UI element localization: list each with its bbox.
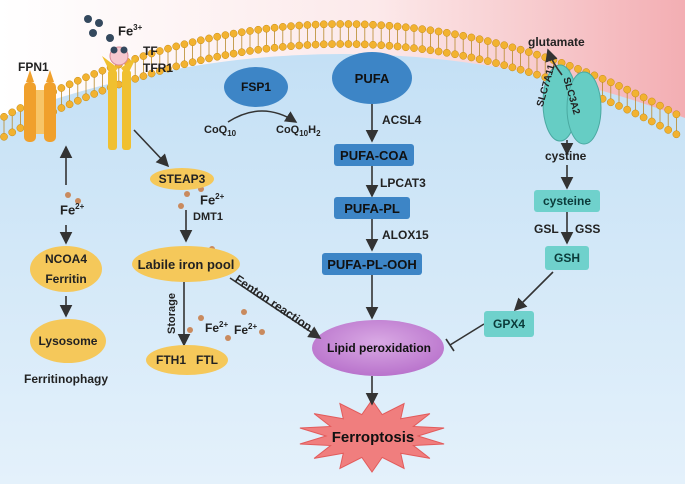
pufa-pl-box: PUFA-PL [334,197,410,219]
cysteine-box: cysteine [534,190,600,212]
acsl4-label: ACSL4 [382,113,422,127]
ftl-label: FTL [196,353,218,367]
lipid-peroxidation-ellipse [312,320,444,376]
coq10-reduction-arrow [227,110,298,123]
lysosome-ellipse: Lysosome [30,319,106,363]
cystine-label: cystine [545,149,587,163]
fe2-storage-b-label: Fe2+ [234,322,258,337]
pathway-arrows [59,48,574,406]
glutamate-label: glutamate [528,35,585,49]
tf-label: TF [143,44,158,58]
pufa-coa-box: PUFA-COA [334,144,414,166]
tfr1-label: TFR1 [143,61,173,75]
fsp1-protein [224,67,288,107]
gsl-label: GSL [534,222,559,236]
coq10-label: CoQ10 [204,124,237,139]
fe2-left-label: Fe2+ [60,202,85,218]
pufa-ellipse [332,52,412,104]
fth1-ftl-ellipse: FTH1 FTL [146,345,228,375]
lipid-peroxidation-label: Lipid peroxidation [327,341,431,355]
fe3-particles [84,15,114,42]
fth1-label: FTH1 [156,353,186,367]
slc7a11-slc3a2-transporter [542,64,602,145]
coq10h2-label: CoQ10H2 [276,124,321,139]
storage-label: Storage [166,293,178,334]
gss-label: GSS [575,222,601,236]
labile-iron-pool-ellipse: Labile iron pool [132,246,240,282]
fe2-storage-a-label: Fe2+ [205,320,229,335]
pufa-pl-ooh-box: PUFA-PL-OOH [322,253,422,275]
alox15-label: ALOX15 [382,228,429,242]
dmt1-label: DMT1 [193,211,223,223]
ncoa4-ferritin-ellipse: NCOA4 Ferritin [30,246,102,292]
tfr1-receptor [102,46,137,150]
gpx4-box: GPX4 [484,311,534,337]
fpn1-label: FPN1 [18,60,49,74]
pufa-label: PUFA [354,70,390,86]
gsh-box: GSH [545,246,589,270]
ferritinophagy-label: Ferritinophagy [24,372,109,386]
ferroptosis-label: Ferroptosis [331,428,415,446]
ferroptosis-burst [299,399,445,473]
fsp1-label: FSP1 [240,80,271,94]
lpcat3-label: LPCAT3 [380,176,426,190]
ncoa4-label: NCOA4 [44,252,87,266]
fe3-label: Fe3+ [118,23,143,39]
steap3-ellipse: STEAP3 [150,168,214,190]
fpn1-transporter [24,70,56,142]
ferritin-label: Ferritin [45,272,87,286]
fe2-steap-label: Fe2+ [200,192,225,208]
